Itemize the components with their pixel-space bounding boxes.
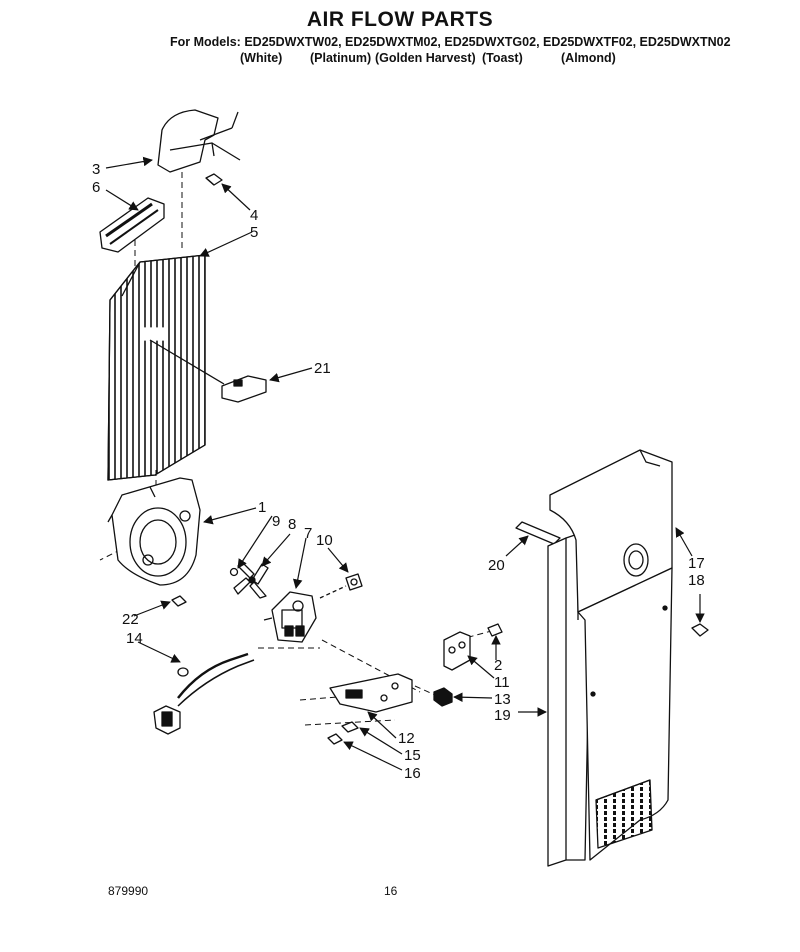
part-mounting-bracket: [329, 673, 413, 713]
callout-6: 6: [92, 179, 100, 196]
page-number: 16: [384, 884, 398, 898]
part-evaporator-cover: [549, 449, 673, 861]
callout-14: 14: [126, 630, 143, 647]
part-nut-13: [433, 687, 453, 707]
callout-8: 8: [288, 516, 296, 533]
finish-almond: (Almond): [561, 51, 616, 65]
part-gasket-20: [515, 521, 561, 545]
finish-platinum: (Platinum): [310, 51, 372, 65]
finish-white: (White): [240, 51, 283, 65]
part-fan-blade: [229, 561, 269, 599]
part-fan-shroud-cover: [157, 109, 241, 173]
callout-7: 7: [304, 525, 312, 542]
part-evaporator-coil: [107, 254, 206, 481]
callout-labels: 3 6 4 5 21 1 9 8 7 10 22 14 20 17 18 2 1…: [92, 161, 705, 782]
finish-toast: (Toast): [482, 51, 523, 65]
part-screws-15-16: [327, 721, 359, 745]
part-screw-4: [205, 173, 223, 186]
callout-13: 13: [494, 691, 511, 708]
part-fan-motor: [263, 591, 317, 643]
callout-2: 2: [494, 657, 502, 674]
part-screw-18: [691, 623, 709, 637]
callout-21: 21: [314, 360, 331, 377]
callout-12: 12: [398, 730, 415, 747]
callout-10: 10: [316, 532, 333, 549]
part-wire-harness: [153, 652, 255, 735]
part-bracket-11: [443, 623, 503, 671]
callout-16: 16: [404, 765, 421, 782]
callout-1: 1: [258, 499, 266, 516]
models-list: ED25DWXTW02, ED25DWXTM02, ED25DWXTG02, E…: [244, 35, 731, 49]
callout-17: 17: [688, 555, 705, 572]
callout-4: 4: [250, 207, 258, 224]
models-prefix: For Models:: [170, 35, 241, 49]
callout-9: 9: [272, 513, 280, 530]
page-title: AIR FLOW PARTS: [306, 8, 494, 31]
part-screw-22: [171, 595, 187, 607]
callout-19: 19: [494, 707, 511, 724]
callout-20: 20: [488, 557, 505, 574]
part-air-grille: [99, 197, 165, 253]
callout-3: 3: [92, 161, 100, 178]
callout-18: 18: [688, 572, 705, 589]
callout-22: 22: [122, 611, 139, 628]
part-grommet-10: [319, 573, 363, 599]
callout-15: 15: [404, 747, 421, 764]
part-bracket-21: [149, 339, 267, 403]
callout-11: 11: [494, 674, 510, 691]
callout-5: 5: [250, 224, 258, 241]
finish-golden-harvest: (Golden Harvest): [375, 51, 476, 65]
models-line: For Models: ED25DWXTW02, ED25DWXTM02, ED…: [170, 35, 731, 49]
part-fan-housing: [107, 477, 201, 586]
document-number: 879990: [108, 884, 149, 898]
